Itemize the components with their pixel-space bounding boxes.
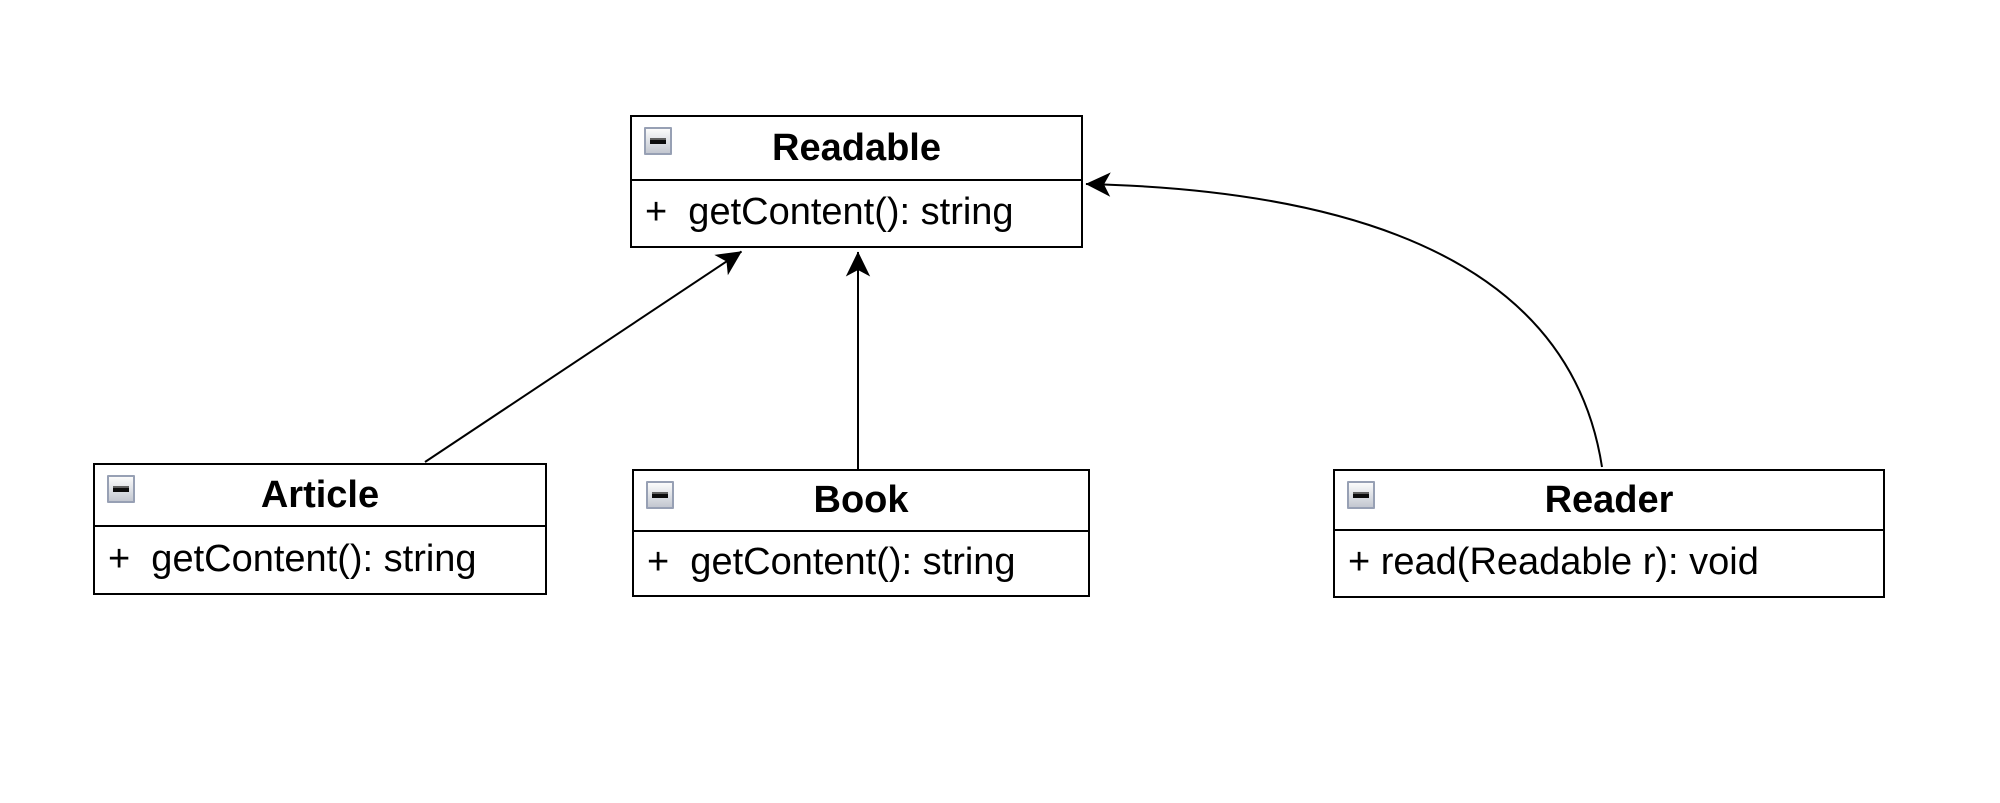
- edge-article-to-readable[interactable]: [424, 250, 743, 463]
- class-box-article[interactable]: Article + getContent(): string: [93, 463, 547, 595]
- collapse-button[interactable]: [107, 475, 135, 503]
- class-member: + getContent(): string: [645, 191, 1014, 233]
- minus-icon: [113, 486, 129, 492]
- class-box-book[interactable]: Book + getContent(): string: [632, 469, 1090, 597]
- class-member: + getContent(): string: [647, 541, 1016, 583]
- class-box-reader[interactable]: Reader + read(Readable r): void: [1333, 469, 1885, 598]
- collapse-button[interactable]: [644, 127, 672, 155]
- minus-icon: [652, 492, 668, 498]
- class-title: Readable: [632, 117, 1081, 181]
- class-box-readable[interactable]: Readable + getContent(): string: [630, 115, 1083, 248]
- class-title: Article: [95, 465, 545, 527]
- class-title: Reader: [1335, 471, 1883, 531]
- class-title: Book: [634, 471, 1088, 532]
- class-member: + getContent(): string: [108, 537, 477, 580]
- collapse-button[interactable]: [646, 481, 674, 509]
- class-member: + read(Readable r): void: [1348, 541, 1759, 583]
- minus-icon: [1353, 492, 1369, 498]
- collapse-button[interactable]: [1347, 481, 1375, 509]
- minus-icon: [650, 138, 666, 144]
- edge-reader-to-readable[interactable]: [1085, 172, 1603, 468]
